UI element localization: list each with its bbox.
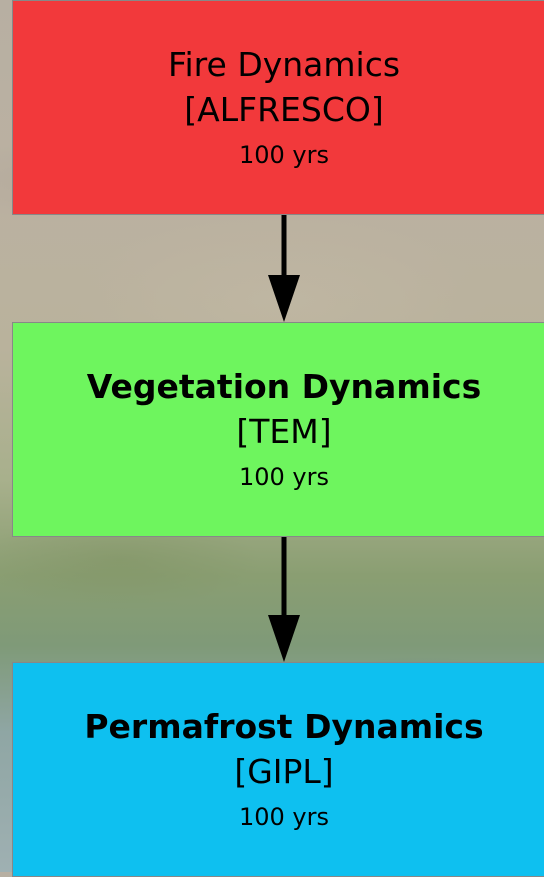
fire-dynamics-duration: 100 yrs [238, 140, 329, 169]
fire-dynamics-box: Fire Dynamics [ALFRESCO] 100 yrs [12, 0, 544, 215]
permafrost-dynamics-title: Permafrost Dynamics [84, 706, 484, 746]
permafrost-dynamics-duration: 100 yrs [238, 802, 329, 831]
arrow-vegetation-to-permafrost [268, 537, 300, 662]
arrow-fire-to-vegetation [268, 215, 300, 322]
vegetation-dynamics-box: Vegetation Dynamics [TEM] 100 yrs [12, 322, 544, 537]
vegetation-dynamics-duration: 100 yrs [238, 462, 329, 491]
vegetation-dynamics-title: Vegetation Dynamics [86, 366, 482, 406]
permafrost-dynamics-box: Permafrost Dynamics [GIPL] 100 yrs [12, 662, 544, 877]
vegetation-dynamics-model: [TEM] [236, 411, 332, 451]
fire-dynamics-title: Fire Dynamics [167, 44, 401, 84]
fire-dynamics-model: [ALFRESCO] [184, 89, 384, 129]
permafrost-dynamics-model: [GIPL] [234, 751, 334, 791]
